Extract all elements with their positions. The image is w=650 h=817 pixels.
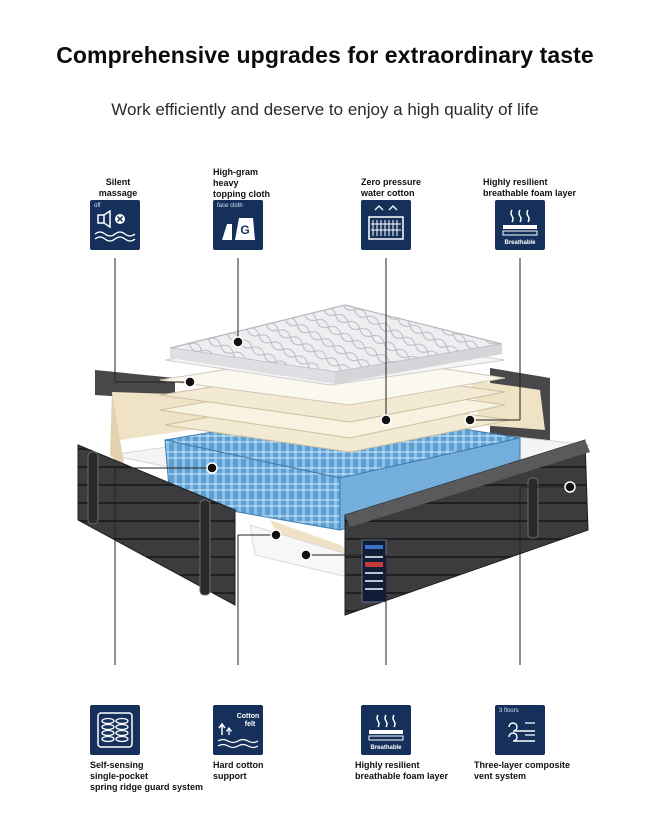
front-left-panel — [77, 444, 236, 606]
svg-text:felt: felt — [245, 721, 256, 728]
callout-dot — [464, 414, 476, 426]
feature-label-silent-massage: Silent massage — [98, 177, 138, 198]
feature-label-breathable-foam-bottom: Highly resilient breathable foam layer — [355, 760, 449, 781]
vent-system-icon: 3 floors — [495, 705, 545, 755]
callout-dot — [232, 336, 244, 348]
callout-dot — [300, 549, 312, 561]
callout-dot — [184, 376, 196, 388]
callout-dot — [380, 414, 392, 426]
svg-text:G: G — [240, 223, 249, 237]
feature-label-vent-system: Three-layer composite vent system — [474, 760, 571, 781]
feature-label-pocket-spring: Self-sensing single-pocket spring ridge … — [90, 760, 204, 792]
brand-label — [361, 539, 387, 603]
feature-label-breathable-foam: Highly resilient breathable foam layer — [483, 177, 577, 198]
water-cotton-icon — [361, 200, 411, 250]
callout-dot — [270, 529, 282, 541]
breathable-foam-icon: Breathable — [495, 200, 545, 250]
svg-text:Cotton: Cotton — [237, 713, 260, 720]
topping-cloth-icon: face cloth G — [213, 200, 263, 250]
callout-dot — [206, 462, 218, 474]
callout-dot — [564, 481, 576, 493]
feature-label-cotton-felt: Hard cotton support — [213, 760, 264, 781]
silent-massage-icon: off — [90, 200, 140, 250]
cotton-felt-icon: Cotton felt — [213, 705, 263, 755]
breathable-foam-icon: Breathable — [361, 705, 411, 755]
svg-text:Breathable: Breathable — [504, 240, 536, 246]
page-title: Comprehensive upgrades for extraordinary… — [56, 42, 594, 68]
svg-text:Breathable: Breathable — [370, 745, 402, 751]
pocket-spring-icon — [90, 705, 140, 755]
feature-label-water-cotton: Zero pressure water cotton — [361, 177, 422, 198]
feature-label-topping-cloth: High-gram heavy topping cloth — [213, 167, 270, 199]
page-subtitle: Work efficiently and deserve to enjoy a … — [111, 100, 539, 119]
